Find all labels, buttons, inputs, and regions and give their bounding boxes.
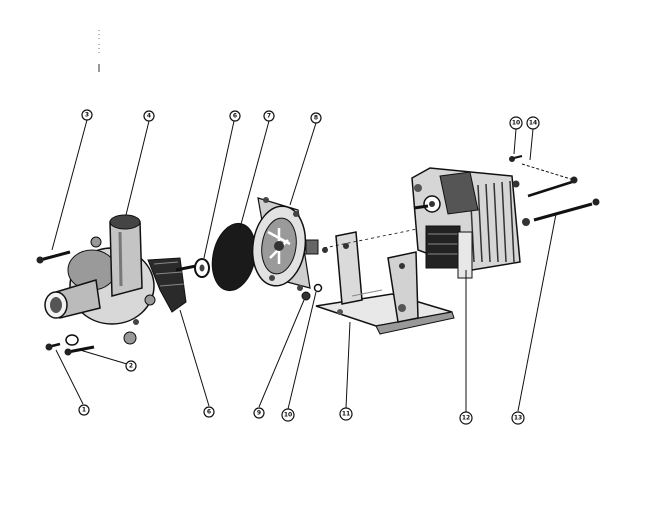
impeller-part <box>147 257 197 313</box>
callout-8: 8 <box>310 112 322 124</box>
callout-label: 6 <box>207 409 211 416</box>
pump-housing-part <box>44 214 156 345</box>
callout-12: 12 <box>459 411 473 425</box>
callout-13: 13 <box>511 411 525 425</box>
callout-4: 4 <box>143 110 155 122</box>
callout-2: 2 <box>125 360 137 372</box>
callout-label: 7 <box>267 113 271 120</box>
mounting-bracket-part <box>315 227 455 335</box>
callout-label: 2 <box>129 363 133 370</box>
callout-10-bottom: 10 <box>281 408 295 422</box>
callout-label: 13 <box>514 415 522 422</box>
nut-parts <box>301 283 323 301</box>
callout-label: 9 <box>257 410 261 417</box>
fastener-parts <box>45 334 95 356</box>
callout-label: 1 <box>82 407 86 414</box>
callout-14: 14 <box>526 116 540 130</box>
callout-label: 8 <box>314 115 318 122</box>
long-screw-parts <box>509 155 600 222</box>
callout-label: 11 <box>342 411 350 418</box>
callout-11: 11 <box>339 407 353 421</box>
callout-1: 1 <box>78 404 90 416</box>
callout-9: 9 <box>253 407 265 419</box>
leader-lines <box>51 119 557 412</box>
seal-washer-part <box>194 258 210 278</box>
callout-label: 6 <box>233 113 237 120</box>
callout-6-bottom: 6 <box>203 406 215 418</box>
callout-7: 7 <box>263 110 275 122</box>
callout-label: 3 <box>85 112 89 119</box>
callout-label: 14 <box>529 120 537 127</box>
callout-label: 10 <box>284 412 292 419</box>
callout-label: 12 <box>462 415 470 422</box>
screw-part <box>36 250 71 264</box>
callout-label: 4 <box>147 113 151 120</box>
callout-10-top: 10 <box>509 116 523 130</box>
callout-6-top: 6 <box>229 110 241 122</box>
motor-part <box>411 167 530 279</box>
callout-label: 10 <box>512 120 520 127</box>
callout-3: 3 <box>81 109 93 121</box>
cover-plate-part <box>251 197 328 291</box>
